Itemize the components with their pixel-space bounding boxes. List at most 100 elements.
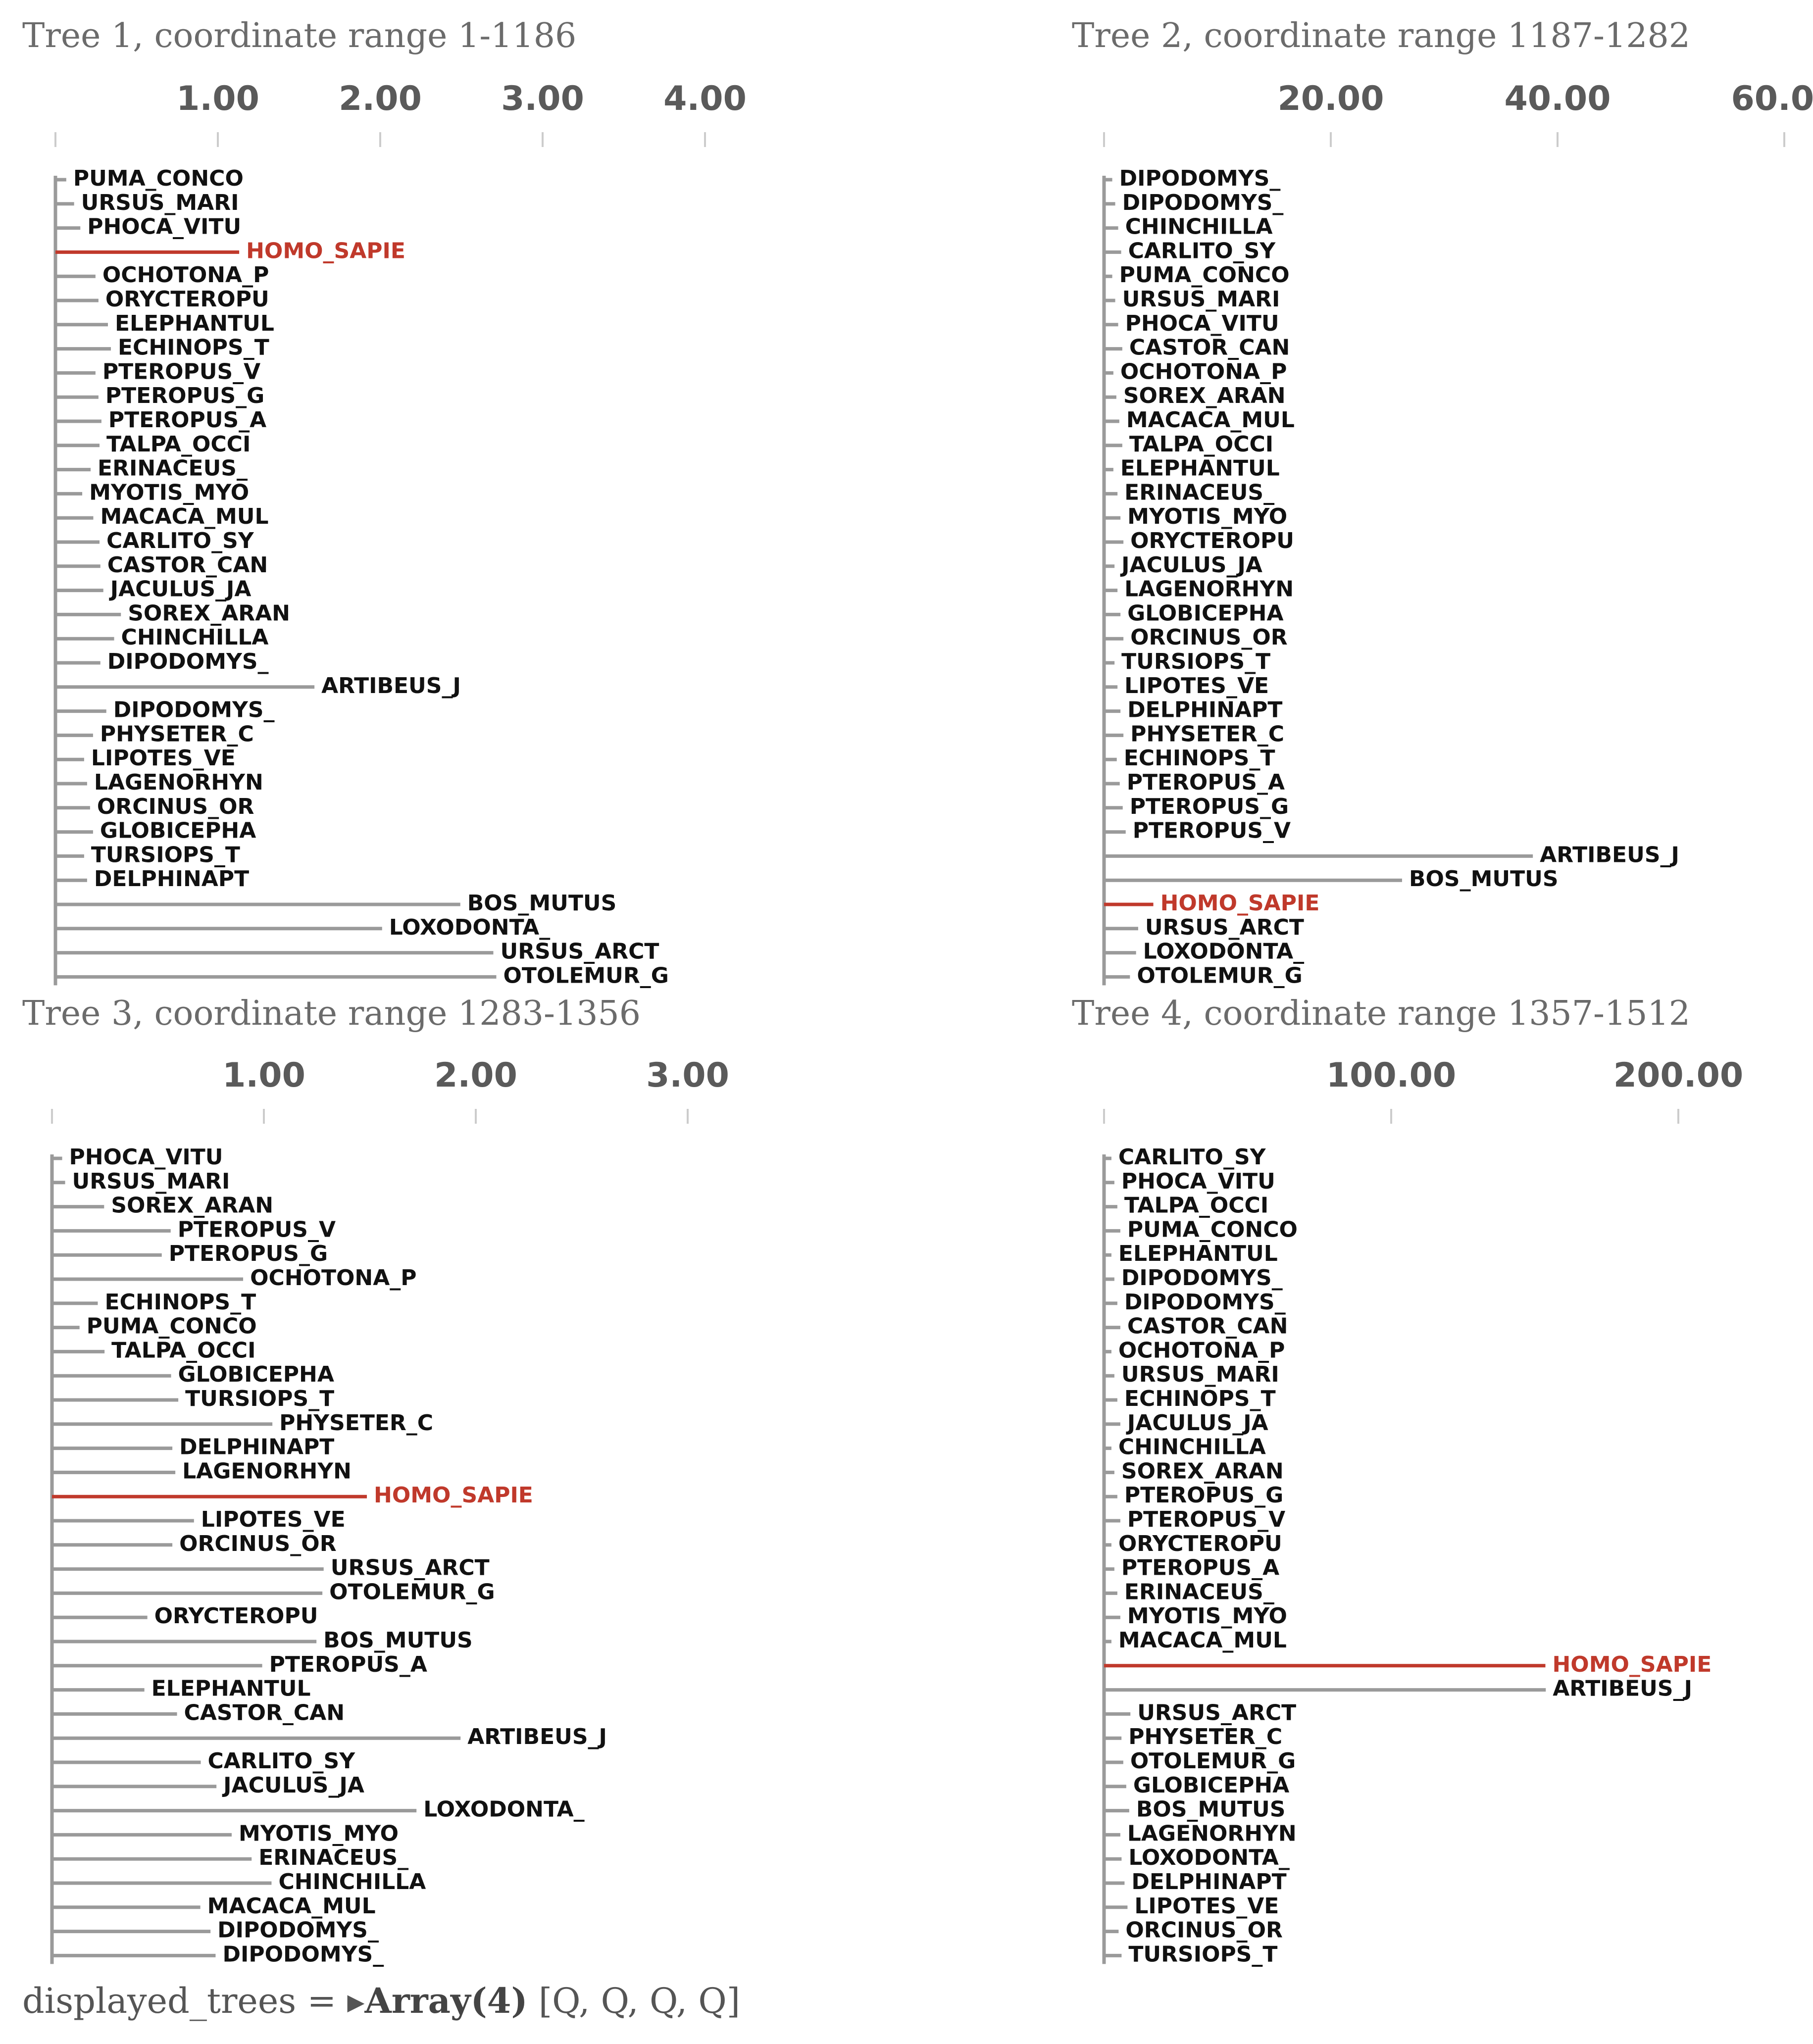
leaf-label[interactable]: PHOCA_VITU	[1125, 311, 1279, 336]
leaf-label[interactable]: ARTIBEUS_J	[1553, 1676, 1692, 1701]
leaf-label[interactable]: ECHINOPS_T	[1124, 1386, 1276, 1411]
leaf-label[interactable]: LIPOTES_VE	[91, 746, 236, 771]
leaf-label[interactable]: PHYSETER_C	[1128, 1724, 1282, 1749]
leaf-label[interactable]: OCHOTONA_P	[1118, 1338, 1285, 1363]
leaf-label[interactable]: HOMO_SAPIE	[374, 1483, 533, 1508]
leaf-label[interactable]: CARLITO_SY	[1118, 1145, 1266, 1170]
leaf-label[interactable]: CASTOR_CAN	[1127, 1314, 1288, 1339]
leaf-label[interactable]: OTOLEMUR_G	[329, 1579, 495, 1604]
leaf-label[interactable]: DIPODOMYS_	[217, 1918, 379, 1943]
leaf-label[interactable]: OCHOTONA_P	[1120, 359, 1287, 384]
leaf-label[interactable]: ORYCTEROPU	[105, 287, 269, 312]
leaf-label[interactable]: TURSIOPS_T	[185, 1386, 334, 1411]
leaf-label[interactable]: PUMA_CONCO	[1119, 262, 1290, 288]
leaf-label[interactable]: PHOCA_VITU	[87, 214, 241, 240]
leaf-label[interactable]: MYOTIS_MYO	[1127, 504, 1287, 529]
leaf-label[interactable]: ORCINUS_OR	[1130, 625, 1287, 650]
leaf-label[interactable]: TALPA_OCCI	[106, 432, 251, 457]
leaf-label[interactable]: URSUS_ARCT	[331, 1555, 490, 1581]
leaf-label[interactable]: PUMA_CONCO	[73, 166, 244, 191]
leaf-label[interactable]: URSUS_ARCT	[1145, 915, 1304, 940]
leaf-label[interactable]: MACACA_MUL	[1118, 1628, 1287, 1653]
leaf-label[interactable]: ARTIBEUS_J	[467, 1724, 607, 1749]
leaf-label[interactable]: JACULUS_JA	[1126, 1410, 1268, 1436]
leaf-label[interactable]: PHYSETER_C	[100, 721, 254, 747]
leaf-label[interactable]: OCHOTONA_P	[250, 1265, 416, 1291]
leaf-label[interactable]: JACULUS_JA	[222, 1773, 364, 1798]
leaf-label[interactable]: SOREX_ARAN	[1123, 383, 1286, 408]
leaf-label[interactable]: SOREX_ARAN	[1121, 1458, 1284, 1484]
leaf-label[interactable]: PUMA_CONCO	[1127, 1217, 1298, 1242]
leaf-label[interactable]: ORCINUS_OR	[1125, 1918, 1282, 1943]
leaf-label[interactable]: DIPODOMYS_	[113, 698, 275, 723]
leaf-label[interactable]: PTEROPUS_V	[1127, 1507, 1285, 1532]
leaf-label[interactable]: MYOTIS_MYO	[89, 480, 249, 505]
displayed-trees-output[interactable]: displayed_trees = ▸Array(4) [Q, Q, Q, Q]	[22, 1980, 740, 2021]
leaf-label[interactable]: ORYCTEROPU	[154, 1603, 318, 1629]
leaf-label[interactable]: LAGENORHYN	[94, 770, 263, 795]
leaf-label[interactable]: LAGENORHYN	[1124, 577, 1294, 602]
leaf-label[interactable]: LOXODONTA_	[389, 915, 550, 940]
leaf-label[interactable]: PTEROPUS_A	[1121, 1555, 1279, 1581]
leaf-label[interactable]: ARTIBEUS_J	[321, 673, 461, 698]
leaf-label[interactable]: ERINACEUS_	[1124, 1579, 1274, 1604]
leaf-label[interactable]: URSUS_MARI	[81, 190, 239, 215]
leaf-label[interactable]: HOMO_SAPIE	[1552, 1652, 1712, 1677]
leaf-label[interactable]: JACULUS_JA	[1120, 552, 1262, 578]
leaf-label[interactable]: URSUS_ARCT	[1137, 1700, 1296, 1725]
leaf-label[interactable]: PHOCA_VITU	[1121, 1169, 1275, 1194]
leaf-label[interactable]: ORCINUS_OR	[179, 1531, 336, 1556]
leaf-label[interactable]: PTEROPUS_G	[1124, 1483, 1283, 1508]
leaf-label[interactable]: PTEROPUS_V	[1133, 818, 1291, 844]
leaf-label[interactable]: MACACA_MUL	[100, 504, 268, 529]
leaf-label[interactable]: GLOBICEPHA	[1127, 600, 1283, 626]
leaf-label[interactable]: TURSIOPS_T	[1121, 649, 1270, 674]
leaf-label[interactable]: CHINCHILLA	[1118, 1435, 1266, 1460]
leaf-label[interactable]: PTEROPUS_V	[178, 1217, 336, 1242]
leaf-label[interactable]: CARLITO_SY	[207, 1748, 355, 1774]
leaf-label[interactable]: PTEROPUS_G	[1130, 794, 1289, 819]
leaf-label[interactable]: HOMO_SAPIE	[1160, 891, 1320, 916]
leaf-label[interactable]: OCHOTONA_P	[102, 262, 269, 288]
leaf-label[interactable]: URSUS_MARI	[1122, 287, 1280, 312]
leaf-label[interactable]: CARLITO_SY	[1128, 238, 1276, 263]
leaf-label[interactable]: LAGENORHYN	[1127, 1821, 1297, 1846]
leaf-label[interactable]: CASTOR_CAN	[184, 1700, 345, 1725]
leaf-label[interactable]: ELEPHANTUL	[151, 1676, 311, 1701]
leaf-label[interactable]: CHINCHILLA	[121, 625, 269, 650]
leaf-label[interactable]: BOS_MUTUS	[323, 1628, 473, 1653]
leaf-label[interactable]: DELPHINAPT	[1131, 1869, 1286, 1894]
array-label[interactable]: Array(4)	[364, 1980, 528, 2021]
leaf-label[interactable]: DELPHINAPT	[179, 1435, 334, 1460]
leaf-label[interactable]: ELEPHANTUL	[1120, 456, 1280, 481]
leaf-label[interactable]: PTEROPUS_V	[102, 359, 260, 384]
leaf-label[interactable]: OTOLEMUR_G	[1130, 1748, 1296, 1774]
leaf-label[interactable]: ELEPHANTUL	[115, 311, 274, 336]
leaf-label[interactable]: PTEROPUS_A	[269, 1652, 427, 1677]
leaf-label[interactable]: BOS_MUTUS	[1409, 866, 1559, 892]
leaf-label[interactable]: TURSIOPS_T	[91, 842, 240, 867]
leaf-label[interactable]: URSUS_ARCT	[500, 939, 659, 964]
leaf-label[interactable]: ERINACEUS_	[1124, 480, 1274, 505]
leaf-label[interactable]: CASTOR_CAN	[1129, 335, 1290, 360]
leaf-label[interactable]: ECHINOPS_T	[104, 1290, 256, 1315]
leaf-label[interactable]: ORCINUS_OR	[97, 794, 254, 819]
leaf-label[interactable]: MACACA_MUL	[1126, 407, 1295, 433]
leaf-label[interactable]: ORYCTEROPU	[1118, 1531, 1282, 1556]
leaf-label[interactable]: TALPA_OCCI	[1129, 432, 1273, 457]
leaf-label[interactable]: MYOTIS_MYO	[239, 1821, 399, 1846]
leaf-label[interactable]: CHINCHILLA	[1125, 214, 1273, 240]
leaf-label[interactable]: PHOCA_VITU	[69, 1145, 223, 1170]
leaf-label[interactable]: LIPOTES_VE	[1124, 673, 1269, 698]
leaf-label[interactable]: CHINCHILLA	[278, 1869, 426, 1894]
leaf-label[interactable]: GLOBICEPHA	[1133, 1773, 1289, 1798]
leaf-label[interactable]: TURSIOPS_T	[1128, 1942, 1277, 1967]
leaf-label[interactable]: LIPOTES_VE	[201, 1507, 346, 1532]
leaf-label[interactable]: DELPHINAPT	[1127, 698, 1282, 723]
leaf-label[interactable]: ERINACEUS_	[258, 1845, 408, 1870]
leaf-label[interactable]: ELEPHANTUL	[1118, 1241, 1278, 1266]
leaf-label[interactable]: DIPODOMYS_	[1121, 1265, 1283, 1291]
leaf-label[interactable]: DIPODOMYS_	[1119, 166, 1281, 191]
leaf-label[interactable]: ORYCTEROPU	[1130, 528, 1294, 553]
expand-triangle-icon[interactable]: ▸	[347, 1981, 365, 2021]
